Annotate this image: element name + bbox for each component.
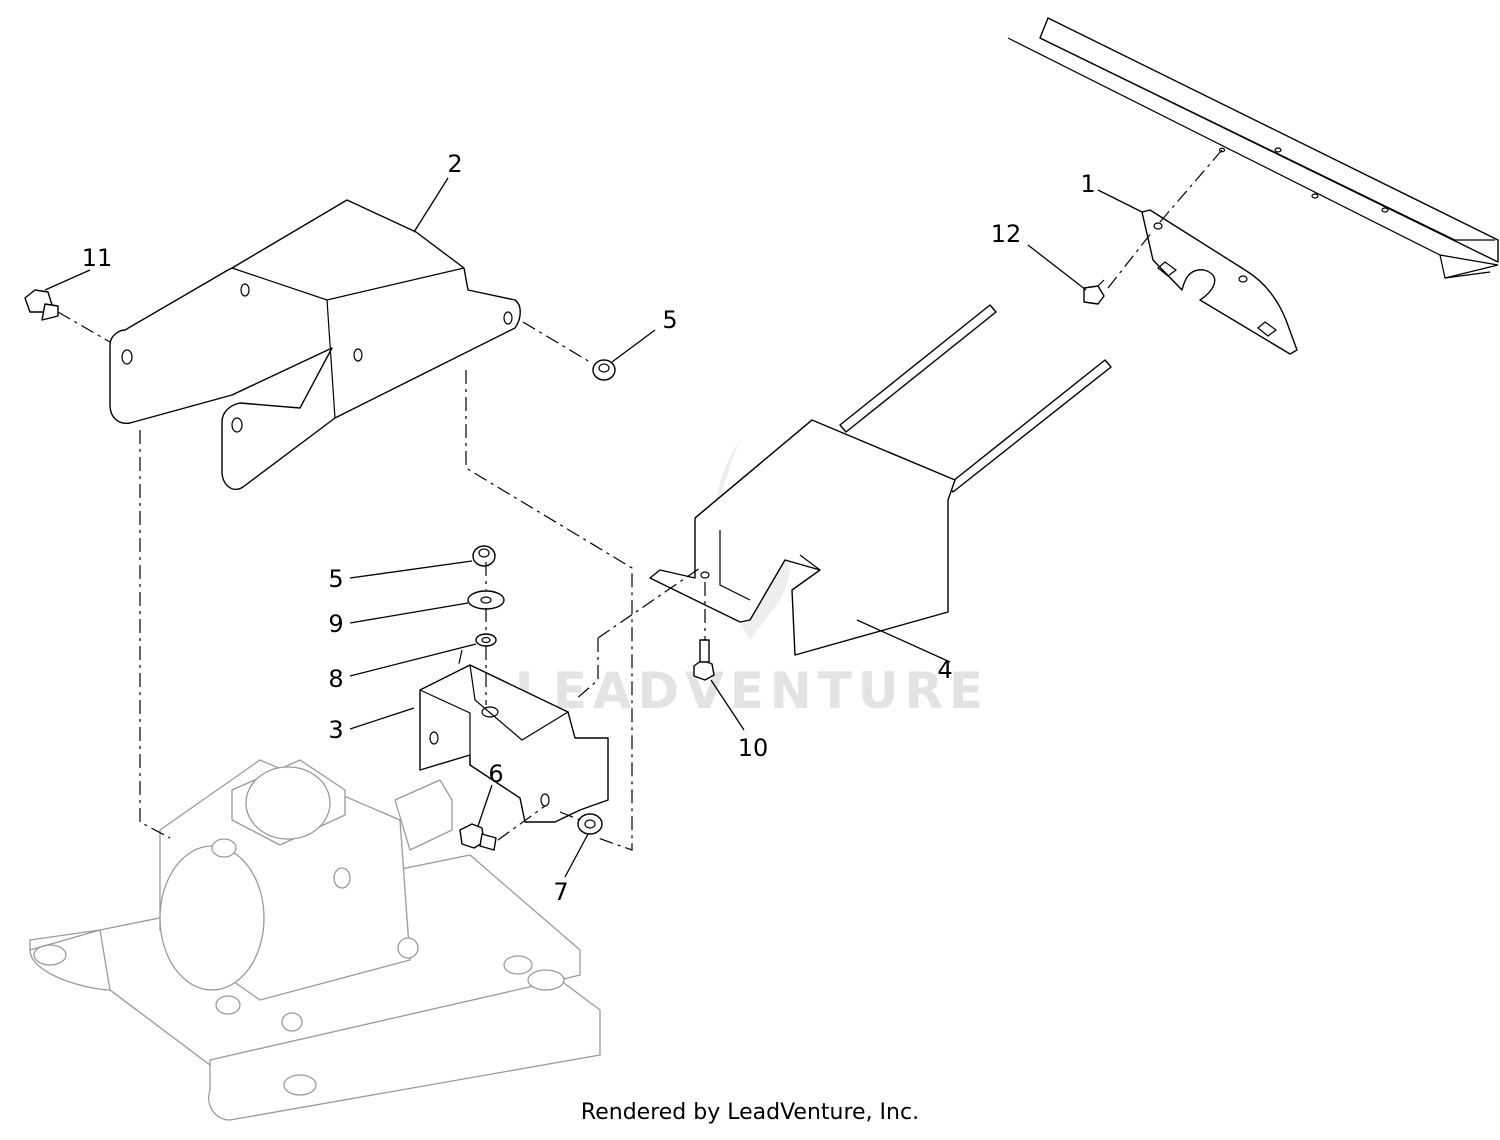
part-6-shoulder-bolt <box>459 823 497 851</box>
assembly-center-lines <box>57 149 1223 851</box>
callout-12: 12 <box>991 220 1022 248</box>
callout-7: 7 <box>553 878 568 906</box>
callout-5-upper: 5 <box>662 306 677 334</box>
callout-labels: 1 2 3 4 5 5 6 7 8 9 10 11 12 <box>82 150 1096 906</box>
part-11-bolt <box>24 289 59 321</box>
part-5-nut-lower <box>472 545 496 567</box>
gearbox-reference <box>29 759 601 1121</box>
part-8-lock-washer <box>475 633 497 647</box>
part-12-screw <box>1083 279 1105 305</box>
watermark-text: LEADVENTURE <box>515 662 989 720</box>
callout-9: 9 <box>328 610 343 638</box>
part-7-ring-terminal <box>577 813 603 835</box>
part-5-nut-upper <box>592 359 616 381</box>
callout-6: 6 <box>488 760 503 788</box>
callout-4: 4 <box>937 656 952 684</box>
part-9-flat-washer <box>467 590 505 610</box>
callout-10: 10 <box>738 734 769 762</box>
part-10-bolt <box>693 639 715 681</box>
render-credit: Rendered by LeadVenture, Inc. <box>580 1100 920 1125</box>
callout-8: 8 <box>328 665 343 693</box>
part-3-mount-bracket <box>419 664 609 823</box>
callout-1: 1 <box>1080 170 1095 198</box>
callout-5-lower: 5 <box>328 565 343 593</box>
callout-11: 11 <box>82 244 113 272</box>
leader-lines <box>44 177 1143 878</box>
part-4-cover-assembly <box>649 304 1112 656</box>
callout-3: 3 <box>328 716 343 744</box>
part-2-mount-bracket <box>109 199 521 490</box>
part-1-bracket-plate <box>1141 209 1298 355</box>
callout-2: 2 <box>447 150 462 178</box>
frame-rail <box>1007 17 1499 279</box>
